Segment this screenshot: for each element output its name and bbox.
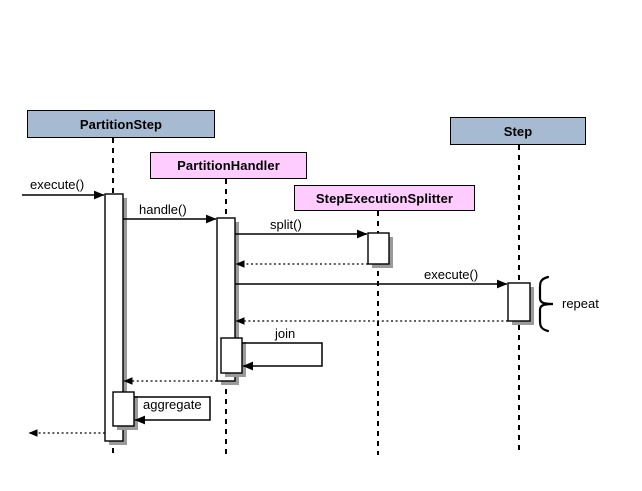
activation-bar-act-aggregate-nested: [112, 391, 135, 427]
activation-bar-act-step: [507, 282, 531, 322]
activation-bars-group: [104, 193, 534, 445]
messages-group: [22, 190, 508, 437]
participant-label: StepExecutionSplitter: [315, 190, 454, 206]
message-label-msg-aggregate: aggregate: [143, 397, 202, 412]
message-label-msg-join: join: [275, 326, 296, 341]
participant-label: PartitionStep: [79, 116, 163, 132]
participant-partition-step[interactable]: PartitionStep: [27, 110, 215, 138]
annotations-group: [538, 275, 554, 333]
message-label-msg-execute-step: execute(): [424, 267, 479, 282]
participant-label: Step: [503, 123, 533, 139]
participant-label: PartitionHandler: [177, 158, 280, 173]
message-msg-join: [242, 342, 323, 371]
message-label-msg-split: split(): [270, 217, 302, 232]
activation-bar-act-splitter: [367, 232, 390, 265]
participant-step[interactable]: Step: [450, 117, 586, 145]
participant-partition-handler[interactable]: PartitionHandler: [150, 152, 307, 179]
activation-bar-act-partition-step: [104, 193, 124, 442]
annotation-label-repeat-note: repeat: [562, 296, 599, 311]
message-label-msg-handle: handle(): [139, 202, 187, 217]
activation-bar-act-join-nested: [220, 337, 243, 374]
message-label-msg-execute-in: execute(): [30, 177, 85, 192]
participant-step-execution-splitter[interactable]: StepExecutionSplitter: [294, 185, 475, 211]
repeat-brace: [538, 275, 554, 333]
message-msg-aggregate: [134, 396, 211, 425]
